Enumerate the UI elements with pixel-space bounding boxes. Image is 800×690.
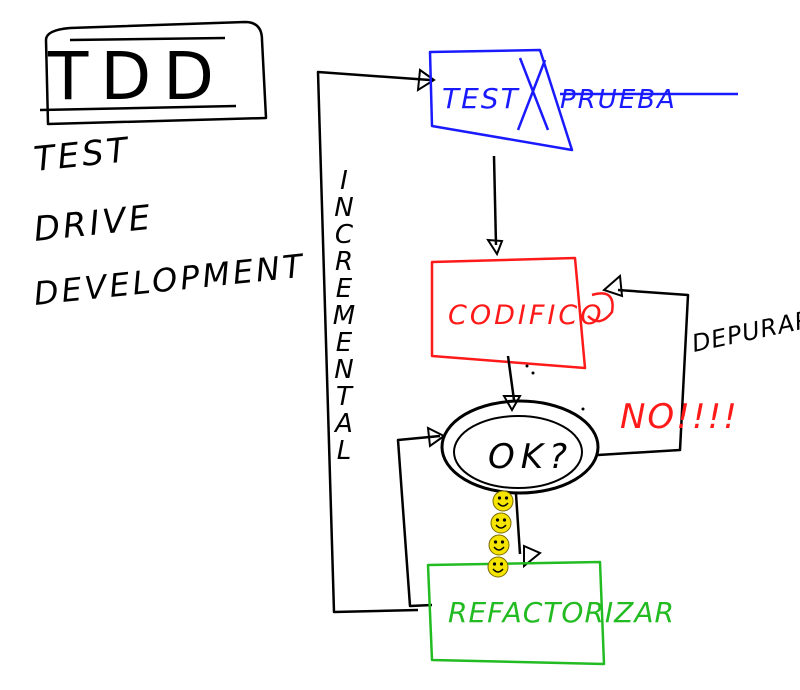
debug-label: DEPURAR [689,305,800,358]
smiley-icon [488,534,510,556]
incremental-letter: N [334,355,354,385]
incremental-letter: R [334,247,354,277]
code-box [430,256,587,370]
arrowhead-debug [602,273,624,298]
incremental-letter: T [336,382,352,412]
refactor-loop-line [396,434,441,608]
refactor-box [426,560,606,666]
code-label: CODIFICO [448,300,604,331]
no-label: NO!!!! [620,397,739,437]
page-title: TDD [48,38,226,115]
incremental-letter: E [335,274,353,304]
arrowhead-test [416,68,436,92]
incremental-loop-line [316,70,431,614]
incremental-letter: A [335,409,353,439]
ok-label: OK? [488,437,573,477]
refactor-label: REFACTORIZAR [448,596,675,629]
test-extra-label: PRUEBA [560,85,677,115]
debug-loop-line [597,288,690,457]
incremental-letter: N [334,193,354,223]
arrowhead-ok [426,426,446,448]
incremental-letter: L [336,436,352,466]
incremental-letter: M [332,301,356,331]
test-label: TEST [442,82,520,115]
test-box [428,48,574,152]
smiley-icon [490,512,512,534]
incremental-letter: E [335,328,353,358]
smiley-icon [492,490,514,512]
ok-ellipse [440,399,600,495]
incremental-letter: C [334,220,354,250]
title-box [44,20,268,126]
arrowhead-code [486,238,504,257]
smiley-icon [487,556,509,578]
incremental-letter: I [340,166,348,196]
